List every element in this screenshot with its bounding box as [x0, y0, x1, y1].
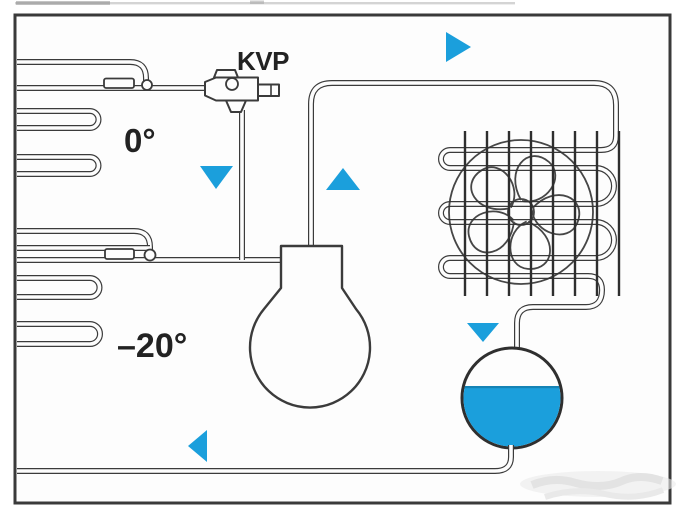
evaporator-top-temp-label: 0°	[124, 122, 156, 159]
watermark-smudge	[520, 471, 676, 500]
down-arrow-icon	[467, 323, 499, 342]
compressor	[248, 244, 372, 409]
scan-artifact-top	[15, 0, 515, 5]
kvp-evaporating-pressure-valve-icon	[204, 69, 280, 113]
up-arrow-icon	[326, 168, 360, 190]
evaporator-minus-20-degrees	[17, 231, 281, 344]
sensor-bulb-fitting	[104, 248, 135, 260]
pipe-ball-fitting	[143, 248, 157, 262]
sensor-bulb-fitting	[103, 77, 135, 89]
left-arrow-icon	[188, 430, 207, 462]
right-arrow-icon	[446, 32, 471, 62]
liquid-receiver	[17, 346, 564, 471]
condenser-with-fan	[441, 131, 621, 353]
pipe-ball-fitting	[141, 79, 153, 91]
kvp-valve-label: KVP	[237, 46, 289, 76]
condenser-fins	[463, 131, 621, 296]
liquid-surface-line	[463, 386, 561, 389]
down-arrow-icon	[200, 166, 233, 189]
evaporator-0-degrees	[17, 62, 206, 174]
evaporator-bottom-temp-label: –20°	[117, 327, 187, 365]
flow-arrows	[188, 32, 499, 462]
